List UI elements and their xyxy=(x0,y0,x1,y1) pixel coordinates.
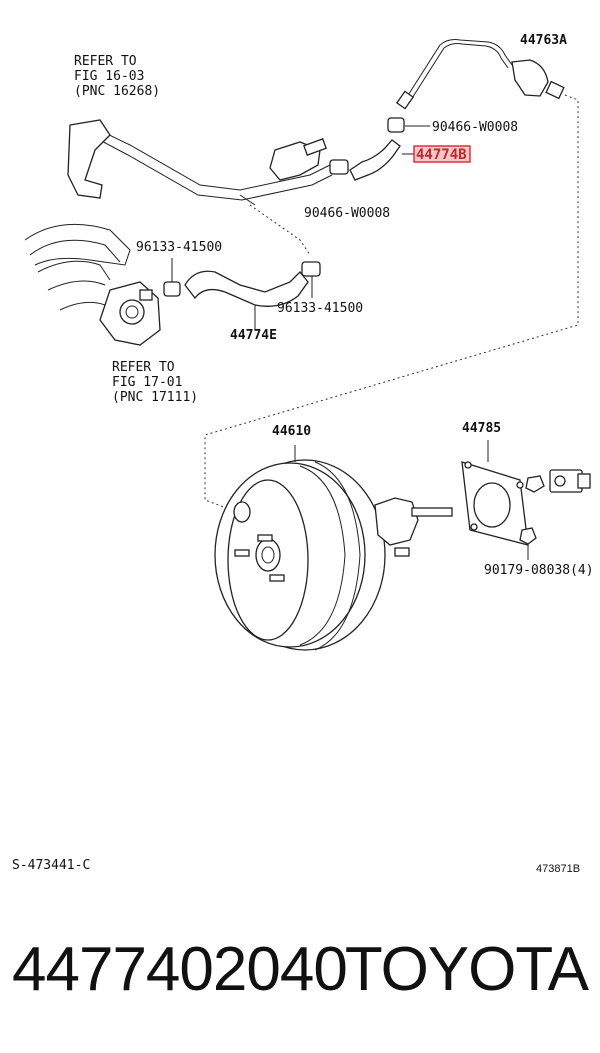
hose-b-icon xyxy=(329,139,414,181)
label-96133-left: 96133-41500 xyxy=(136,240,222,255)
refer-top-line1: REFER TO xyxy=(74,54,137,69)
label-96133-right: 96133-41500 xyxy=(277,301,363,316)
label-90466-top: 90466-W0008 xyxy=(432,120,518,135)
nut-icon xyxy=(519,527,537,560)
hose-clamp-left-icon xyxy=(163,258,181,297)
part-number: 4477402040 xyxy=(12,935,348,1004)
label-44785: 44785 xyxy=(462,421,501,436)
footer: 4477402040 TOYOTA xyxy=(0,925,600,1035)
brake-booster-icon xyxy=(214,445,453,651)
code-left: S-473441-C xyxy=(12,858,90,873)
highlight-box xyxy=(413,145,471,163)
refer-bottom-line3: (PNC 17111) xyxy=(112,390,198,405)
hose-clamp-right-icon xyxy=(301,261,321,298)
label-44774b: 44774B xyxy=(416,147,467,163)
label-90179: 90179-08038(4) xyxy=(484,563,594,578)
label-44774e: 44774E xyxy=(230,328,277,343)
hose-e-icon xyxy=(184,270,309,307)
refer-bottom-line1: REFER TO xyxy=(112,360,175,375)
refer-top-line3: (PNC 16268) xyxy=(74,84,160,99)
refer-top-line2: FIG 16-03 xyxy=(74,69,144,84)
vacuum-line xyxy=(404,39,513,104)
label-44610: 44610 xyxy=(272,424,311,439)
label-44763a: 44763A xyxy=(520,33,567,48)
refer-bottom-line2: FIG 17-01 xyxy=(112,375,182,390)
brand-name: TOYOTA xyxy=(344,935,589,1004)
hose-clip-icon xyxy=(387,117,430,133)
parts-diagram: 44763A 90466-W0008 44774B 90466-W0008 96… xyxy=(12,33,594,875)
pipe-assembly xyxy=(67,119,333,206)
clevis-icon xyxy=(525,469,591,493)
label-90466-mid: 90466-W0008 xyxy=(304,206,390,221)
code-right: 473871B xyxy=(536,863,580,875)
check-valve-icon xyxy=(395,59,565,110)
gasket-icon xyxy=(461,440,529,546)
intake-manifold-icon xyxy=(24,223,161,346)
